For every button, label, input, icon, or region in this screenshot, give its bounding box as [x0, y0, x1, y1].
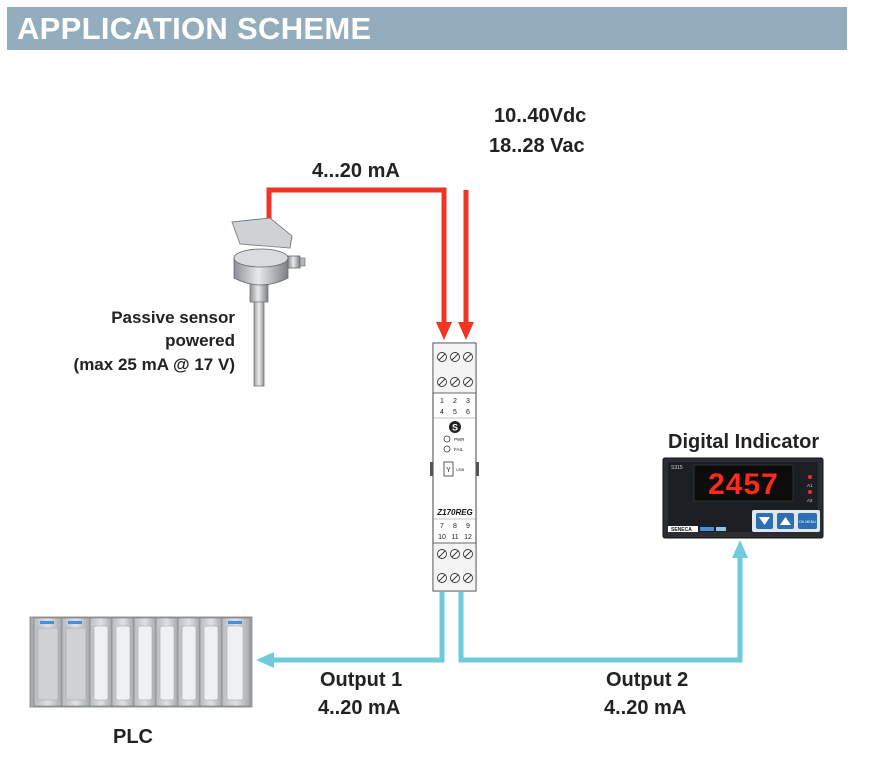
plc-module — [155, 617, 179, 707]
alarm2-label: A2 — [807, 498, 813, 503]
sensor-neck — [249, 283, 269, 303]
terminal-number: 3 — [466, 398, 470, 405]
plc-module — [133, 617, 157, 707]
switch-label: USB — [456, 467, 465, 472]
plc-rack — [29, 616, 253, 708]
alarm2-led — [808, 490, 812, 494]
terminal-number: 9 — [466, 523, 470, 530]
output1-wire — [272, 592, 445, 663]
indicator-title: Digital Indicator — [668, 431, 820, 453]
brand-mark: S — [452, 423, 458, 433]
output1-label: Output 1 — [320, 669, 403, 691]
plc-module — [177, 617, 201, 707]
terminal-number: 7 — [440, 523, 444, 530]
ok-menu-button — [798, 513, 817, 529]
pwr-led-label: PWR — [454, 437, 465, 442]
plc-label: PLC — [113, 726, 153, 748]
terminal-number: 10 — [438, 534, 446, 541]
fail-led — [443, 445, 451, 453]
chevron-down-icon — [759, 517, 770, 525]
plc-module — [199, 617, 223, 707]
led-display — [693, 464, 794, 502]
terminal-number: 4 — [440, 409, 444, 416]
sensor-label-line3: (max 25 mA @ 17 V) — [73, 355, 235, 374]
output2-wire — [458, 556, 743, 663]
z170reg-module: 1 2 3 4 5 6 S PWR FAIL Y USB Z170REG 7 8… — [430, 342, 479, 592]
terminal-number: 11 — [451, 534, 458, 541]
pwr-led — [443, 435, 451, 443]
input-wires — [266, 187, 474, 340]
digital-indicator: S315 2457 A1 A2 OK MENU SENECA — [662, 457, 824, 539]
config-switch — [443, 461, 454, 477]
sensor-lid — [231, 217, 293, 249]
output1-current-label: 4..20 mA — [318, 697, 401, 719]
indicator-brand-bottom: SENECA — [671, 527, 692, 533]
sensor-probe — [253, 299, 265, 387]
sensor-wire-arrow — [436, 322, 452, 340]
passive-sensor — [231, 217, 306, 387]
output2-current-label: 4..20 mA — [604, 697, 687, 719]
output2-wire-arrow — [732, 540, 748, 558]
supply-voltage-ac-label: 18..28 Vac — [489, 135, 585, 157]
ok-menu-label: OK MENU — [799, 520, 816, 524]
brand-logo — [449, 421, 461, 433]
terminal-number: 12 — [464, 534, 472, 541]
terminal-number: 8 — [453, 523, 457, 530]
alarm1-led — [808, 475, 812, 479]
output1-wire-arrow — [256, 652, 274, 668]
sensor-cable-gland — [287, 255, 301, 269]
sensor-head-top — [233, 248, 289, 268]
indicator-brand-top: S315 — [671, 465, 683, 471]
page-title: APPLICATION SCHEME — [7, 7, 847, 50]
terminal-number: 2 — [453, 398, 457, 405]
plc-module — [111, 617, 135, 707]
supply-voltage-dc-label: 10..40Vdc — [494, 105, 587, 127]
terminal-number: 1 — [440, 398, 444, 405]
input-current-label: 4...20 mA — [312, 160, 400, 182]
output-wires — [256, 540, 748, 668]
module-model: Z170REG — [436, 508, 473, 517]
plc-module — [33, 617, 63, 707]
output2-label: Output 2 — [606, 669, 689, 691]
sensor-wire — [266, 187, 447, 324]
terminal-number: 6 — [466, 409, 470, 416]
supply-wire-arrow — [458, 322, 474, 340]
svg-text:Y: Y — [446, 467, 451, 474]
chevron-up-icon — [780, 517, 791, 525]
terminal-number: 5 — [453, 409, 457, 416]
sensor-label-line2: powered — [165, 331, 235, 350]
display-value: 2457 — [708, 468, 779, 501]
alarm1-label: A1 — [807, 483, 813, 488]
sensor-label-line1: Passive sensor — [111, 308, 235, 327]
plc-module — [89, 617, 113, 707]
plc-module — [61, 617, 91, 707]
plc-module — [221, 617, 251, 707]
fail-led-label: FAIL — [454, 447, 464, 452]
